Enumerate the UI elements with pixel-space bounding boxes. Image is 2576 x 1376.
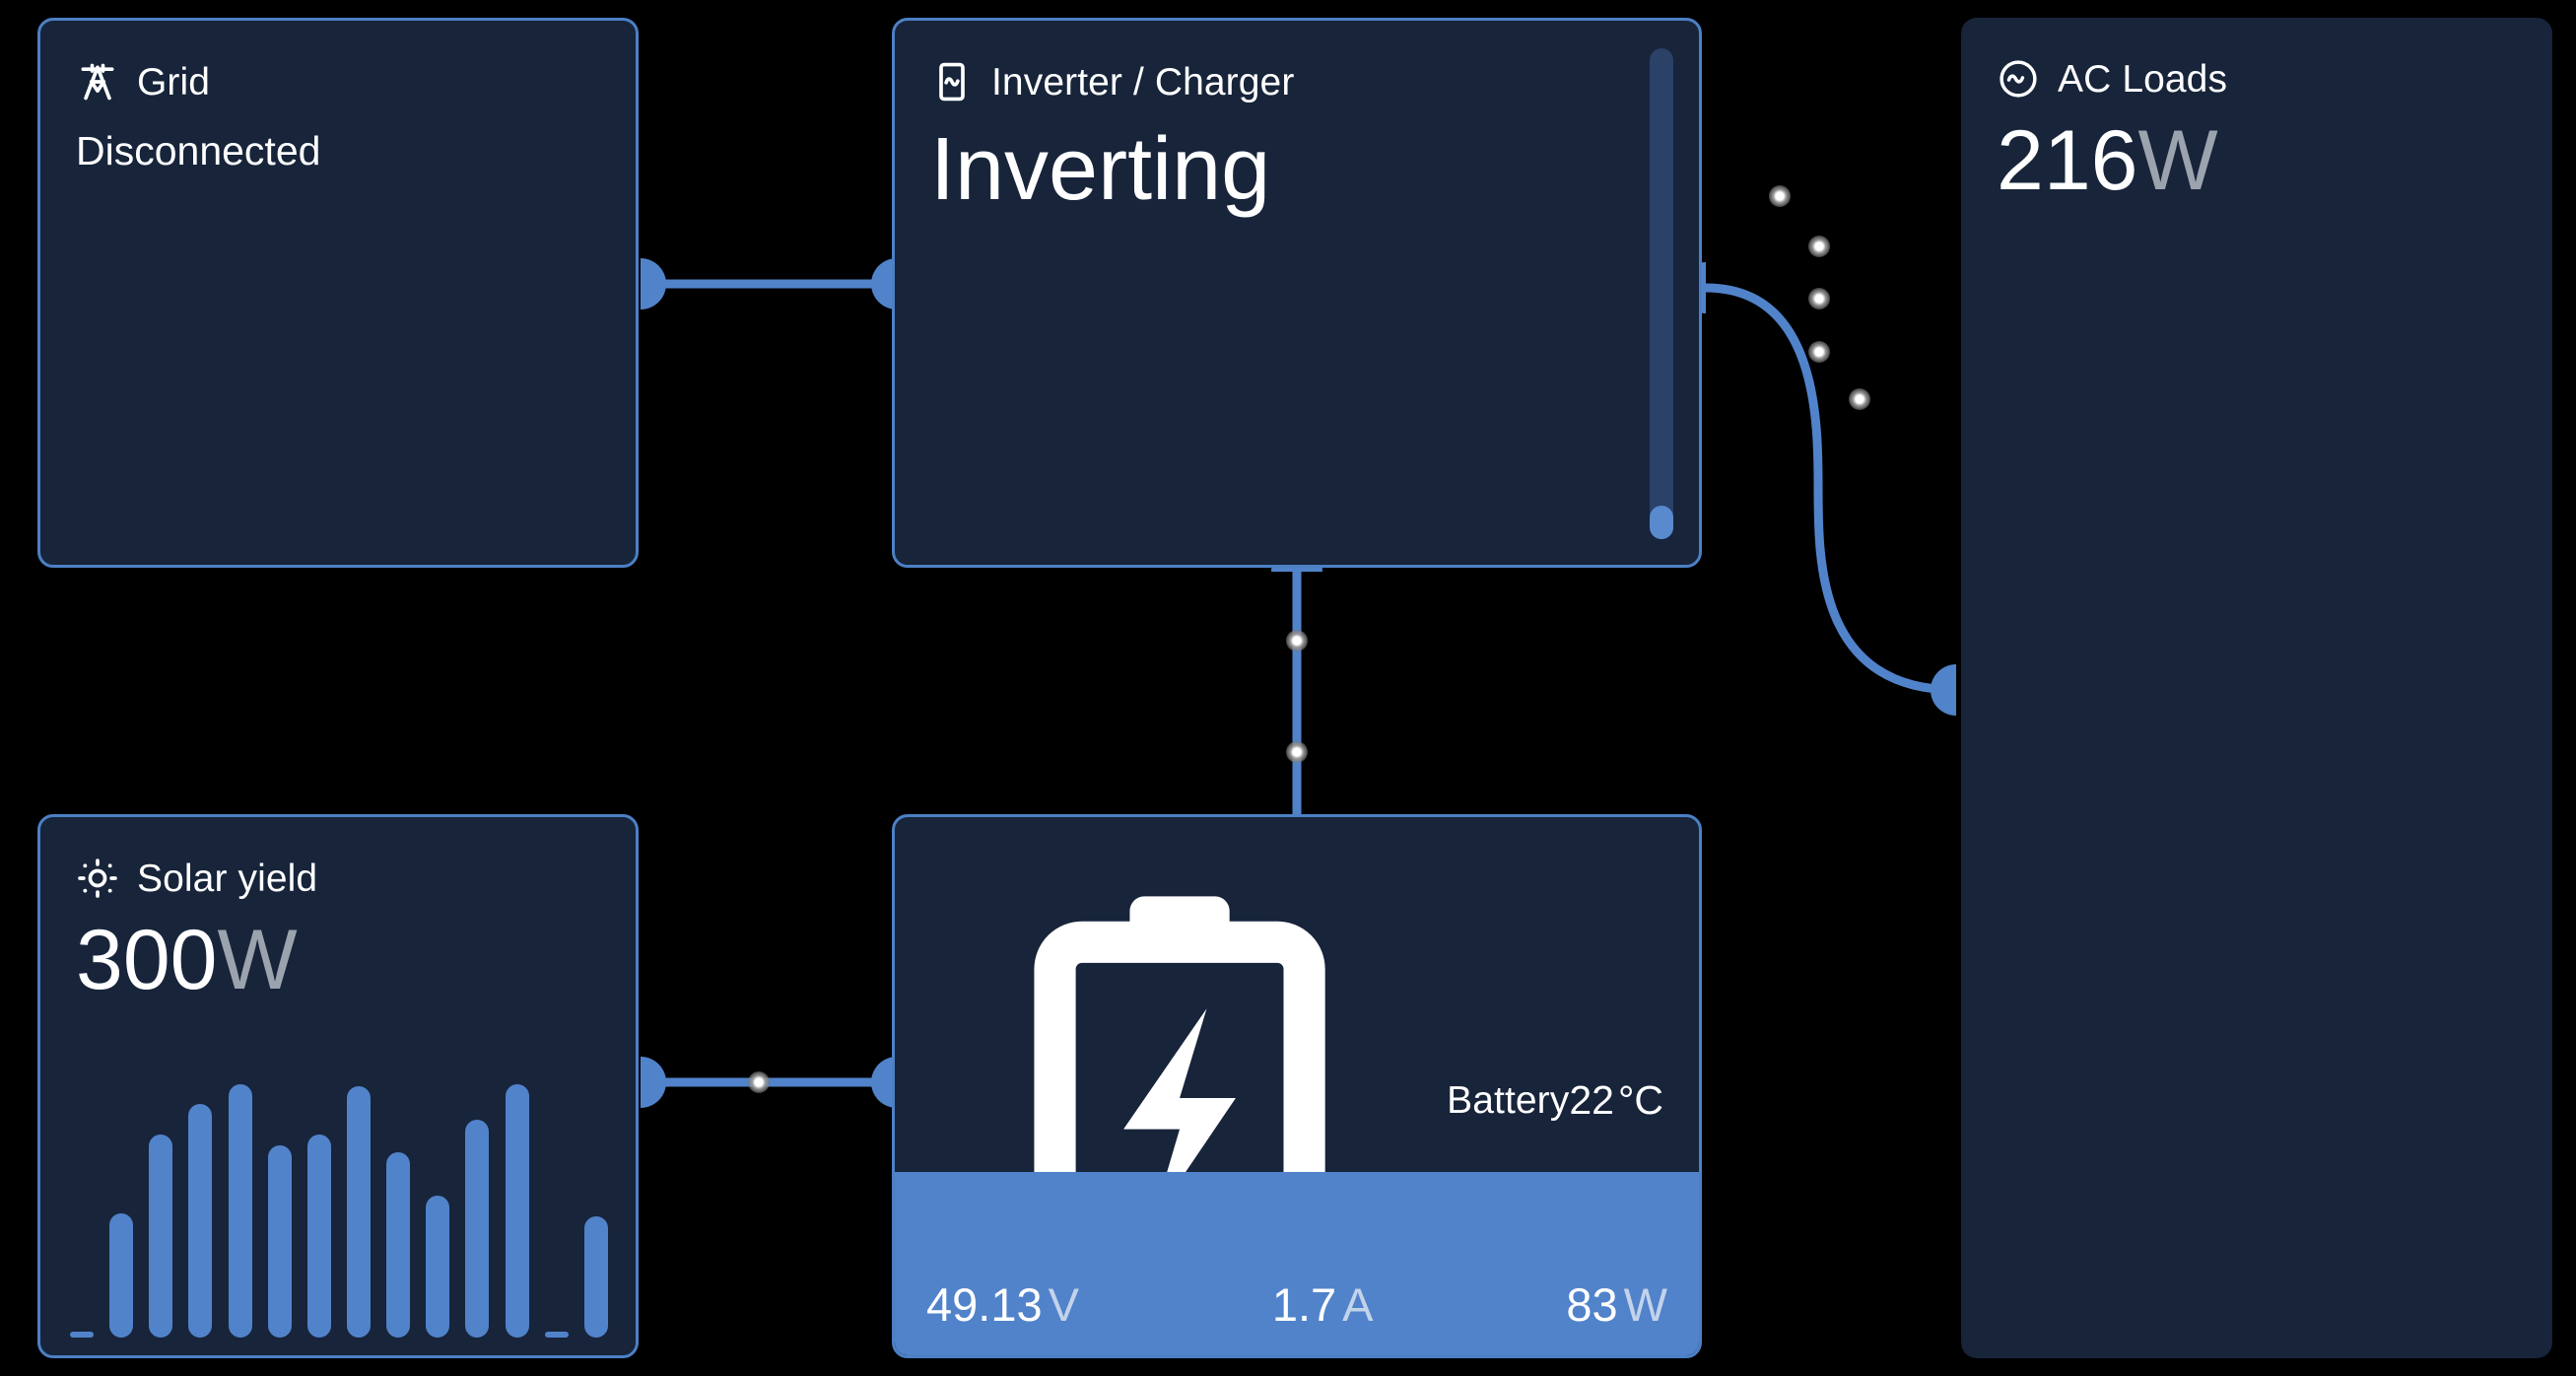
ac-loads-card[interactable]: AC Loads 216W [1961, 18, 2552, 1358]
battery-temperature: 22°C [1569, 1076, 1663, 1123]
connector-inverter-to-battery [1271, 552, 1322, 838]
inverter-card-header: Inverter / Charger [895, 21, 1699, 103]
flow-dot [748, 1071, 770, 1093]
solar-value: 300 [76, 913, 218, 1007]
transmission-tower-icon [81, 63, 114, 101]
ac-loads-unit: W [2137, 113, 2218, 208]
flow-dot [1808, 236, 1830, 257]
battery-card-header: Battery 22°C [895, 817, 1699, 1349]
solar-yield-card[interactable]: Solar yield 300W [37, 814, 639, 1358]
grid-card[interactable]: Grid Disconnected [37, 18, 639, 568]
flow-dot [1286, 630, 1308, 652]
connector-grid-to-inverter [641, 258, 897, 310]
solar-yield-bar [109, 1213, 134, 1338]
solar-card-header: Solar yield [40, 817, 636, 900]
battery-current-value: 1.7 [1271, 1278, 1337, 1331]
ac-loads-value-row: 216W [1961, 101, 2552, 203]
ac-loads-card-header: AC Loads [1961, 18, 2552, 101]
battery-card[interactable]: Battery 22°C 37% Charging 49.13V 1.7A 83… [892, 814, 1702, 1358]
sun-icon [78, 859, 117, 898]
solar-yield-bar [465, 1120, 490, 1338]
battery-card-title: Battery [1447, 1078, 1570, 1122]
battery-temperature-value: 22 [1569, 1076, 1614, 1123]
solar-yield-bar [426, 1196, 450, 1338]
inverter-scrollbar-thumb[interactable] [1650, 506, 1673, 539]
battery-voltage-value: 49.13 [926, 1278, 1043, 1331]
solar-value-row: 300W [40, 900, 636, 1002]
solar-yield-bar [346, 1086, 371, 1338]
solar-yield-bar [188, 1104, 213, 1338]
grid-status: Disconnected [76, 128, 321, 173]
battery-temperature-unit: °C [1617, 1076, 1663, 1123]
flow-dot [1286, 741, 1308, 763]
ac-loads-card-title: AC Loads [2058, 57, 2228, 101]
flow-dot [1808, 288, 1830, 310]
solar-yield-bar [267, 1145, 292, 1338]
ac-sine-circle-icon [2000, 60, 2037, 98]
solar-yield-bar [386, 1152, 411, 1338]
battery-voltage-unit: V [1048, 1278, 1079, 1331]
solar-yield-bar [228, 1084, 252, 1338]
connector-inverter-to-acloads [1680, 262, 1957, 716]
solar-yield-bar [505, 1084, 529, 1338]
ac-loads-value: 216 [1997, 113, 2138, 208]
battery-current-unit: A [1342, 1278, 1374, 1331]
solar-yield-bar [583, 1216, 608, 1338]
flow-dot [1808, 341, 1830, 363]
flow-dot [1769, 185, 1791, 207]
solar-yield-bar [544, 1332, 569, 1338]
solar-card-title: Solar yield [137, 857, 318, 900]
solar-yield-bar [149, 1135, 173, 1338]
grid-card-title: Grid [137, 60, 211, 103]
flow-dot [1849, 388, 1870, 410]
solar-yield-bar [70, 1332, 94, 1338]
battery-power-unit: W [1623, 1278, 1667, 1331]
battery-power-value: 83 [1566, 1278, 1618, 1331]
inverter-charger-card[interactable]: Inverter / Charger Inverting [892, 18, 1702, 568]
solar-yield-bar [306, 1135, 331, 1338]
grid-card-header: Grid [40, 21, 636, 103]
inverter-status: Inverting [930, 120, 1271, 219]
inverter-card-title: Inverter / Charger [991, 60, 1295, 103]
solar-yield-bar-chart [70, 1071, 608, 1338]
inverter-scrollbar[interactable] [1650, 48, 1673, 539]
inverter-icon [939, 62, 965, 102]
solar-unit: W [217, 913, 298, 1007]
